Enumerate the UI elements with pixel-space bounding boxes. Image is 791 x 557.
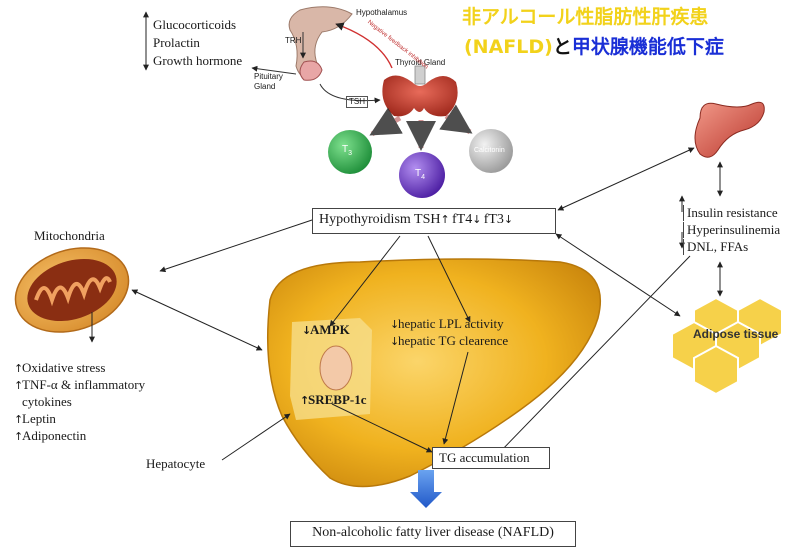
ampk-label: ↓AMPK	[302, 322, 350, 337]
tsh-label: TSH	[346, 96, 368, 108]
hormone-growth: Growth hormone	[153, 53, 243, 68]
hypothyroidism-box: Hypothyroidism TSH↑ fT4↓ fT3↓	[312, 208, 556, 234]
t3-sphere	[328, 130, 372, 174]
down-arrow-small-icon: ↓	[503, 213, 514, 226]
adipose-hexagon-icon	[671, 296, 783, 396]
title-nafld: (NAFLD)	[464, 36, 553, 58]
title-line-2: (NAFLD)と甲状腺機能低下症	[464, 34, 724, 60]
title-line-1: 非アルコール性脂肪性肝疾患	[462, 6, 709, 28]
hypothyroidism-label: Hypothyroidism TSH	[319, 212, 441, 227]
trh-label: TRH	[285, 36, 302, 45]
thyroid-icon	[382, 65, 458, 117]
calcitonin-sphere	[469, 129, 513, 173]
tg-clearance-label: ↓hepatic TG clearence	[390, 333, 509, 348]
thyroid-label: Thyroid Gland	[395, 58, 446, 67]
effect-dnl-ffas: DNL, FFAs	[683, 239, 748, 255]
up-arrow-icon: ↑	[440, 213, 450, 226]
pituitary-label: Pituitary Gland	[254, 72, 283, 91]
title-and: と	[552, 36, 572, 58]
nafld-outcome-box: Non-alcoholic fatty liver disease (NAFLD…	[290, 521, 576, 547]
hepatocyte-label: Hepatocyte	[146, 456, 206, 471]
srebp-label: ↑SREBP-1c	[300, 392, 367, 407]
t3-label: T3	[342, 144, 353, 157]
down-arrow-small-icon: ↓	[472, 213, 482, 226]
t4-label: T4	[415, 168, 426, 181]
adipose-label: Adipose tissue	[693, 327, 779, 341]
effect-insulin-resistance: Insulin resistance	[683, 205, 778, 221]
hypothalamus-label: Hypothalamus	[356, 8, 408, 17]
ft3-label: fT3	[483, 212, 504, 227]
effect-leptin: ↑Leptin	[14, 411, 56, 426]
title-hypothyroidism: 甲状腺機能低下症	[571, 36, 724, 58]
down-arrow-icon	[410, 470, 442, 508]
hormone-prolactin: Prolactin	[153, 35, 200, 50]
effect-oxidative: ↑Oxidative stress	[14, 360, 106, 375]
pancreas-icon	[694, 101, 765, 158]
lpl-label: ↓hepatic LPL activity	[390, 316, 504, 331]
tg-accumulation-box: TG accumulation	[432, 447, 550, 469]
mitochondria-icon	[14, 247, 130, 333]
effect-hyperinsulinemia: Hyperinsulinemia	[683, 222, 780, 238]
liver-icon	[266, 258, 602, 488]
calcitonin-label: Calcitonin	[474, 147, 505, 154]
mitochondria-label: Mitochondria	[34, 228, 105, 243]
hormone-glucocorticoids: Glucocorticoids	[153, 17, 237, 32]
effect-adiponectin: ↑Adiponectin	[14, 428, 87, 443]
t4-sphere	[399, 152, 445, 198]
effect-cytokines: cytokines	[22, 394, 72, 409]
effect-tnf: ↑TNF-α & inflammatory	[14, 377, 146, 392]
ft4-label: fT4	[451, 212, 473, 227]
